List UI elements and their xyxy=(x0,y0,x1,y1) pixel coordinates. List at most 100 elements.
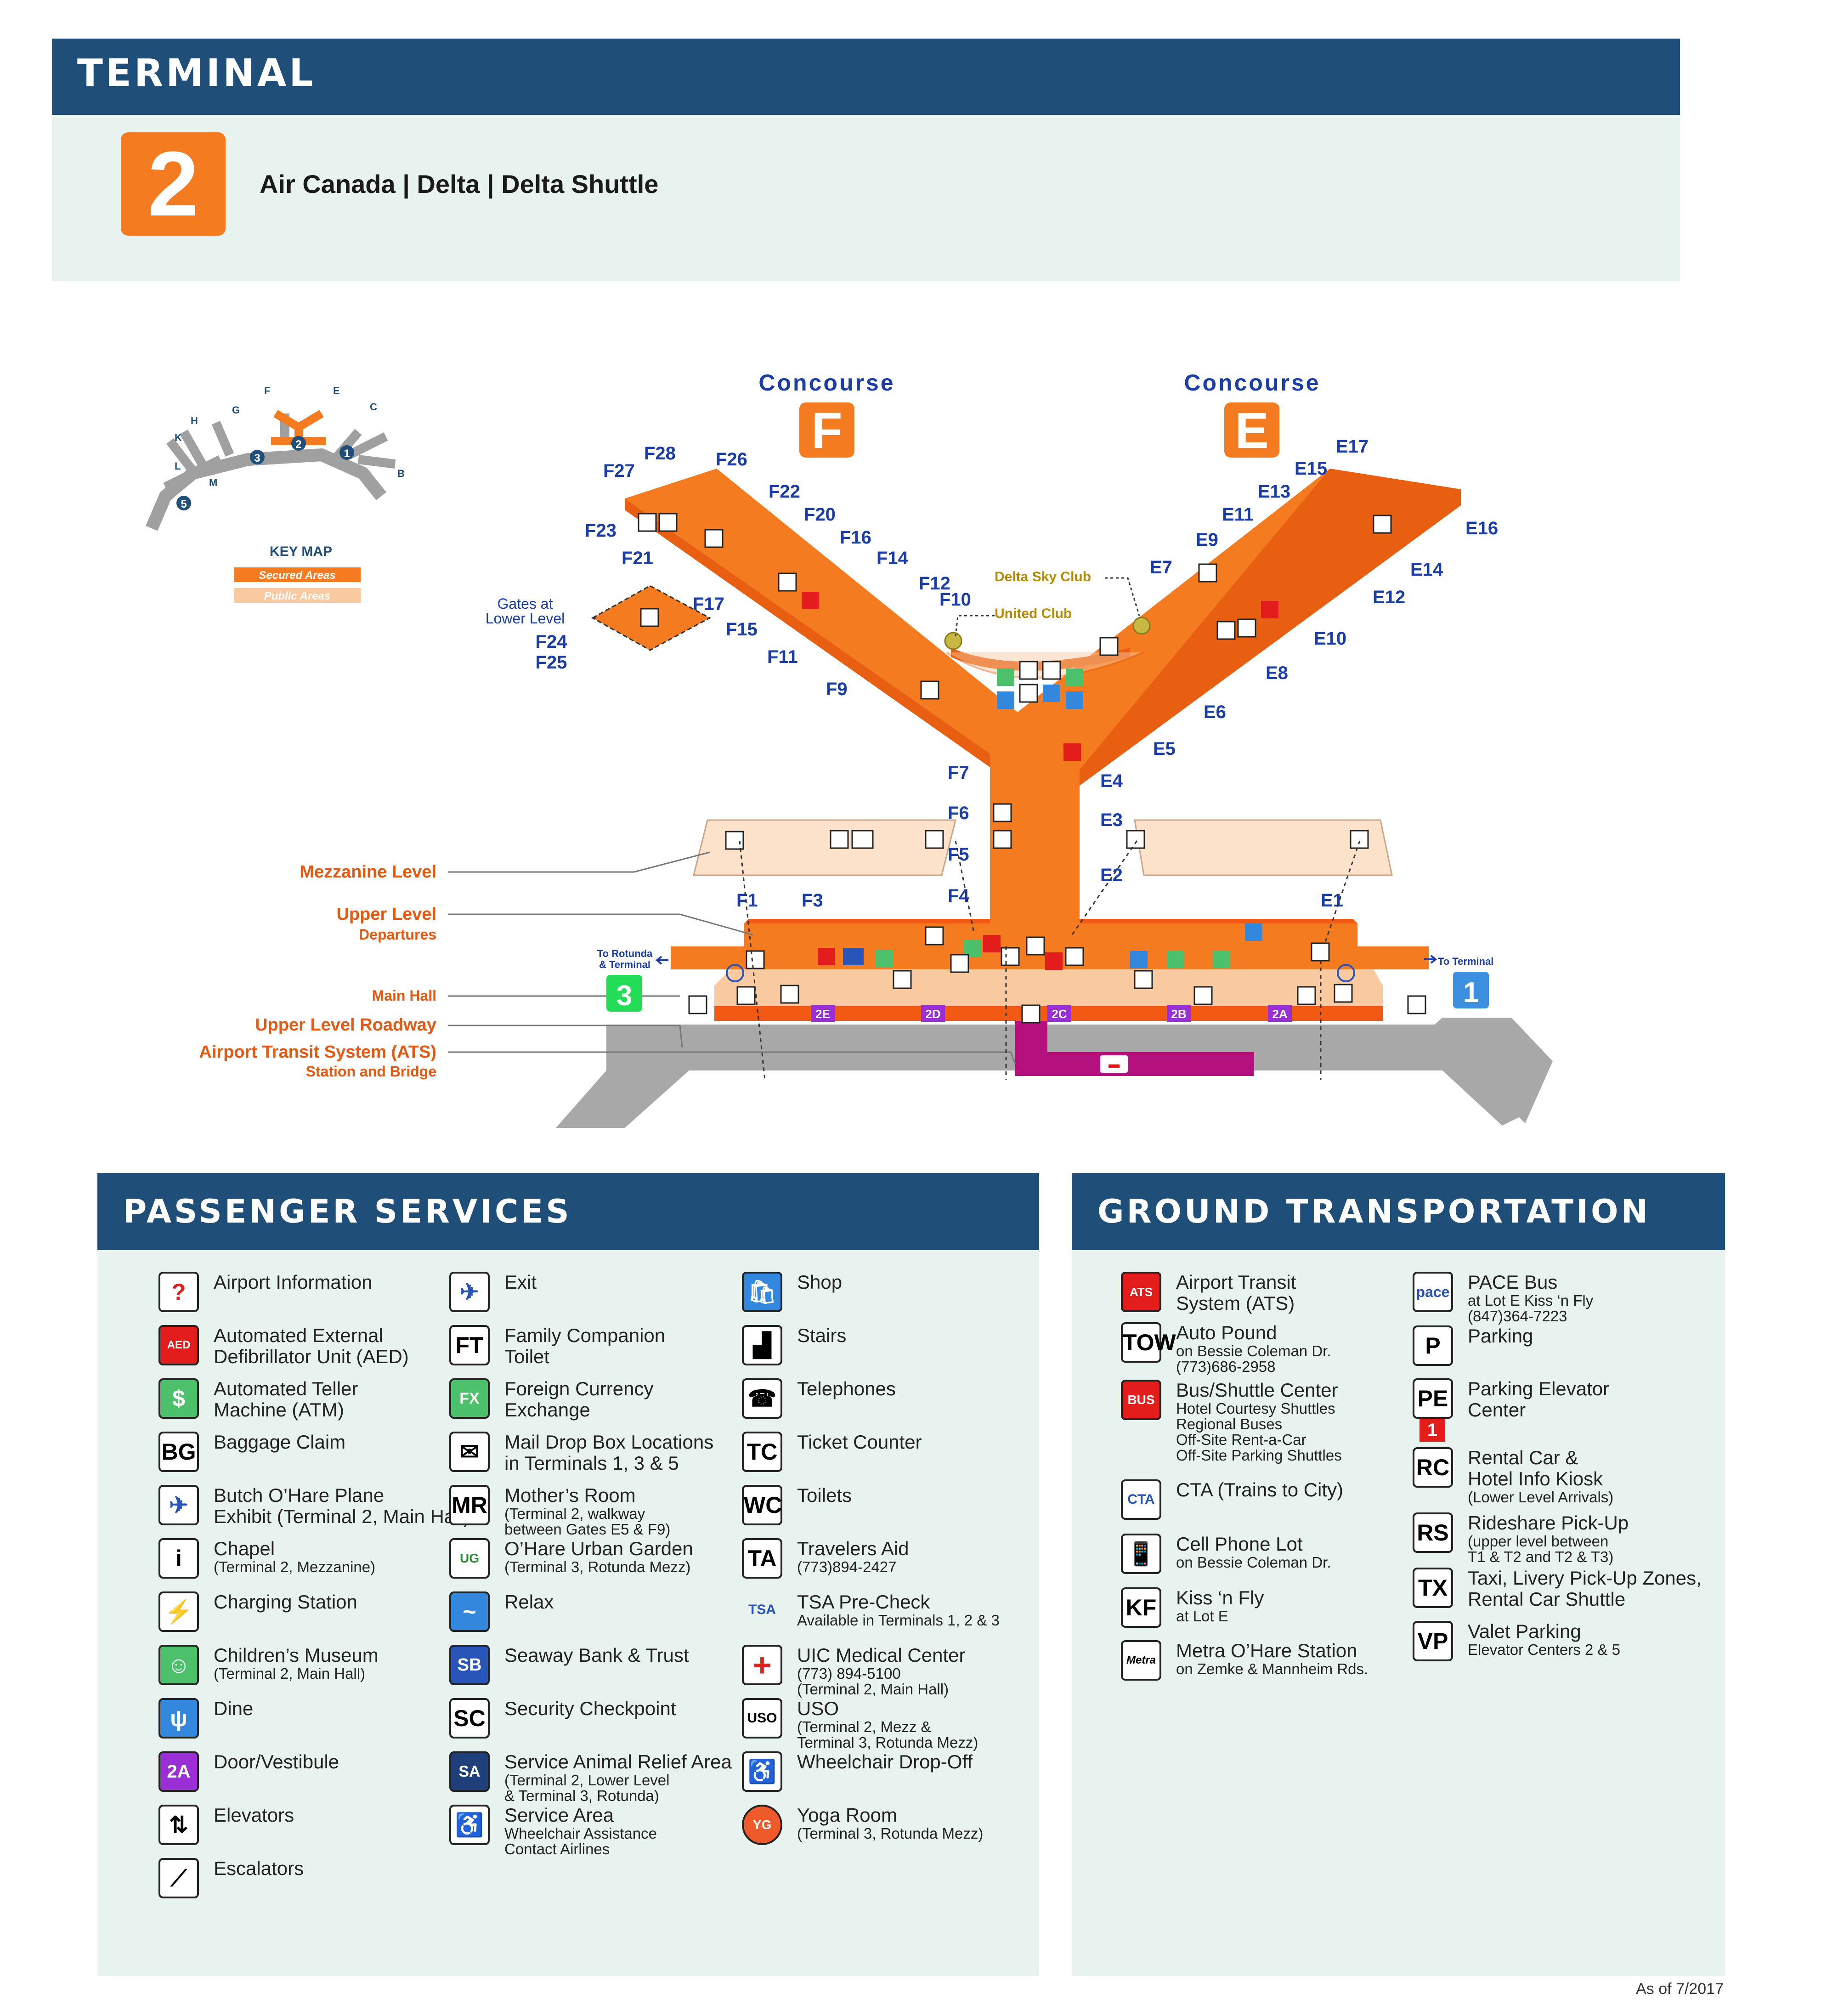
gate-label: F22 xyxy=(769,481,800,502)
legend-label: Mother’s Room xyxy=(504,1484,636,1506)
key-map: 2 3 1 5 F E G C H K L B M KEY MAP Secure… xyxy=(146,385,405,603)
concourse-f-letter: F xyxy=(811,402,842,459)
key-map-letter: B xyxy=(397,468,405,479)
key-map-number: 2 xyxy=(295,438,301,451)
legend-label: Chapel xyxy=(214,1538,275,1559)
legend-icon: USO xyxy=(742,1698,782,1739)
legend-icon: ▟ xyxy=(742,1325,782,1365)
terminal-map: 2 3 1 5 F E G C H K L B M KEY MAP Secure… xyxy=(146,370,1553,1128)
legend-icon: ✈ xyxy=(158,1485,199,1525)
legend-subtext: (773) 894-5100 xyxy=(797,1665,901,1682)
map-service-icons xyxy=(638,513,1426,1024)
legend-subtext: at Lot E Kiss ‘n Fly xyxy=(1468,1292,1594,1309)
ats-label: Airport Transit System (ATS) xyxy=(199,1042,436,1062)
passenger-services-panel xyxy=(97,1250,1039,1976)
legend-label: Relax xyxy=(504,1591,554,1613)
legend-label: Service Animal Relief Area xyxy=(504,1751,732,1772)
legend-icon: WC xyxy=(742,1485,782,1525)
legend-label: Auto Pound xyxy=(1176,1322,1277,1343)
legend-icon: RS xyxy=(1413,1512,1453,1553)
legend-label: Stairs xyxy=(797,1325,847,1346)
legend-icon: ☺ xyxy=(158,1645,199,1685)
legend-subtext: on Bessie Coleman Dr. xyxy=(1176,1554,1331,1571)
legend-icon: TC xyxy=(742,1432,782,1472)
legend-label: Bus/Shuttle Center xyxy=(1176,1379,1338,1401)
roadway-label: Upper Level Roadway xyxy=(255,1015,436,1035)
legend-label: in Terminals 1, 3 & 5 xyxy=(504,1452,679,1474)
legend-label: Center xyxy=(1468,1399,1526,1421)
legend-subtext: between Gates E5 & F9) xyxy=(504,1521,671,1538)
legend-subtext: (Lower Level Arrivals) xyxy=(1468,1489,1614,1506)
gate-label: F3 xyxy=(802,890,823,911)
legend-label: Airport Information xyxy=(214,1271,373,1293)
gate-label: F15 xyxy=(726,619,758,640)
legend-subtext: Wheelchair Assistance xyxy=(504,1825,657,1842)
legend-label: Hotel Info Kiosk xyxy=(1468,1468,1603,1489)
legend-icon: ? xyxy=(158,1272,199,1312)
gate-label: E14 xyxy=(1410,560,1443,580)
legend-label: Door/Vestibule xyxy=(214,1751,339,1772)
legend-subtext: (847)364-7223 xyxy=(1468,1308,1567,1325)
airlines-list: Air Canada | Delta | Delta Shuttle xyxy=(260,170,659,198)
legend-label: Seaway Bank & Trust xyxy=(504,1644,689,1666)
legend-label: Machine (ATM) xyxy=(214,1399,344,1421)
key-map-letter: H xyxy=(191,415,198,426)
gate-label: E6 xyxy=(1204,702,1226,722)
passenger-services-header: PASSENGER SERVICES xyxy=(97,1173,1039,1250)
gate-label: E13 xyxy=(1258,481,1290,502)
legend-label: Children’s Museum xyxy=(214,1644,379,1666)
legend-icon: ~ xyxy=(449,1591,490,1632)
legend-label: Yoga Room xyxy=(797,1804,897,1826)
parking-elevator-badge: 1 xyxy=(1419,1419,1445,1442)
legend-label: Metra O’Hare Station xyxy=(1176,1640,1357,1661)
legend-label: TSA Pre-Check xyxy=(797,1591,930,1613)
key-map-letter: F xyxy=(264,385,270,396)
legend-icon: 📱 xyxy=(1121,1534,1161,1574)
legend-label: UIC Medical Center xyxy=(797,1644,966,1666)
key-map-letter: C xyxy=(370,401,377,413)
legend-label: Travelers Aid xyxy=(797,1538,909,1559)
legend-subtext: (Terminal 2, walkway xyxy=(504,1505,645,1522)
legend-label: CTA (Trains to City) xyxy=(1176,1479,1344,1501)
legend-icon: ✈ xyxy=(449,1272,490,1312)
concourse-f-title: Concourse xyxy=(758,370,895,396)
lower-gates-subtitle: Lower Level xyxy=(486,610,565,627)
legend-label: Exchange xyxy=(504,1399,590,1421)
gate-label: E17 xyxy=(1336,436,1369,457)
legend-label: Toilets xyxy=(797,1484,852,1506)
legend-label: PACE Bus xyxy=(1468,1271,1558,1293)
legend-label: Mail Drop Box Locations xyxy=(504,1431,714,1453)
legend-icon: $ xyxy=(158,1378,199,1419)
gate-label: F20 xyxy=(804,504,836,525)
terminal-3-badge: 3 xyxy=(616,980,632,1012)
key-map-letter: G xyxy=(232,404,240,416)
lower-gates-title: Gates at xyxy=(498,595,553,612)
to-terminal-1-label: To Terminal xyxy=(1438,956,1493,967)
legend-icon: SC xyxy=(449,1698,490,1739)
gate-label: F4 xyxy=(948,886,969,906)
legend-icon: ☎ xyxy=(742,1378,782,1419)
legend-subtext: (773)686-2958 xyxy=(1176,1358,1276,1375)
terminal-number-badge: 2 xyxy=(121,132,226,236)
legend-label: Baggage Claim xyxy=(214,1431,346,1453)
gate-label: E12 xyxy=(1373,587,1405,607)
ground-transportation-panel xyxy=(1072,1250,1725,1976)
departures-label: Departures xyxy=(359,926,436,943)
legend-subtext: (Terminal 2, Main Hall) xyxy=(797,1681,949,1698)
legend-label: Cell Phone Lot xyxy=(1176,1533,1303,1555)
legend-label: Automated Teller xyxy=(214,1378,358,1399)
terminal-1-badge: 1 xyxy=(1463,977,1479,1008)
gate-label: F25 xyxy=(536,652,567,673)
to-terminal-3-label: & Terminal xyxy=(599,959,650,970)
legend-icon: ⚡ xyxy=(158,1591,199,1632)
legend-label: Rental Car Shuttle xyxy=(1468,1588,1626,1610)
legend-label: Exhibit (Terminal 2, Main Hall) xyxy=(214,1506,470,1527)
door-badge: 2B xyxy=(1171,1007,1186,1021)
legend-subtext: Elevator Centers 2 & 5 xyxy=(1468,1641,1620,1658)
legend-label: System (ATS) xyxy=(1176,1292,1295,1314)
delta-sky-club-label: Delta Sky Club xyxy=(995,569,1091,584)
legend-icon: SA xyxy=(449,1751,490,1792)
legend-icon: PE xyxy=(1413,1378,1453,1419)
to-rotunda-label: To Rotunda xyxy=(597,948,653,959)
page-title: TERMINAL xyxy=(77,51,316,95)
